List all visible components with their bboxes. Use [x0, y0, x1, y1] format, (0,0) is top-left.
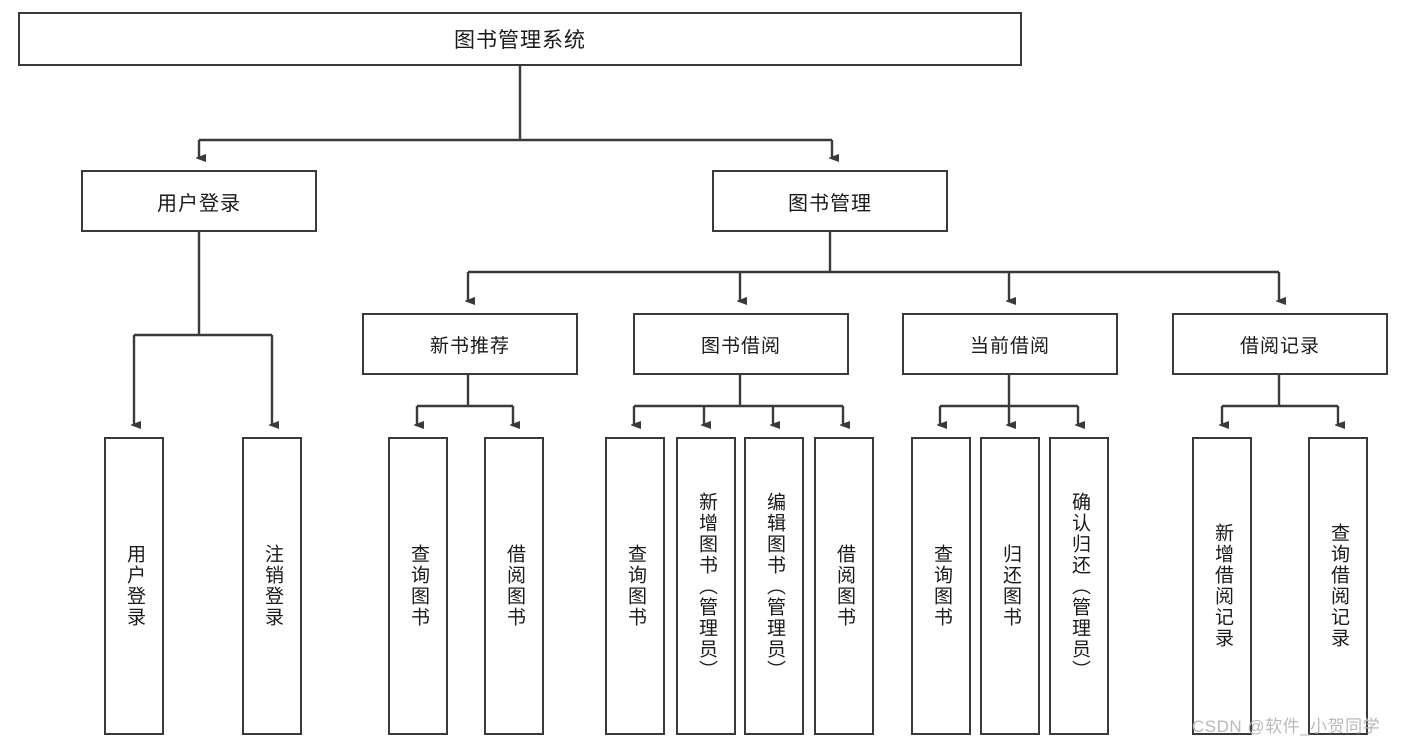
leaf-query-book-2[interactable]: 查询图书 [605, 437, 665, 735]
leaf-confirm-return[interactable]: 确认归还（管理员） [1049, 437, 1109, 735]
leaf-query-book-3[interactable]: 查询图书 [911, 437, 971, 735]
leaf-user-login[interactable]: 用户登录 [104, 437, 164, 735]
watermark: CSDN @软件_小贺同学 [1192, 717, 1381, 736]
leaf-query-book-1-label: 查询图书 [407, 544, 429, 628]
leaf-borrow-book-2-label: 借阅图书 [833, 544, 855, 628]
leaf-query-record-label: 查询借阅记录 [1327, 523, 1349, 649]
leaf-return-book[interactable]: 归还图书 [980, 437, 1040, 735]
leaf-query-book-1[interactable]: 查询图书 [388, 437, 448, 735]
node-current-borrow-label: 当前借阅 [969, 335, 1050, 357]
leaf-add-book[interactable]: 新增图书（管理员） [676, 437, 736, 735]
node-book-borrow-label: 图书借阅 [700, 335, 781, 357]
leaf-user-login-label: 用户登录 [123, 544, 145, 628]
leaf-edit-book[interactable]: 编辑图书（管理员） [744, 437, 804, 735]
leaf-confirm-return-label: 确认归还（管理员） [1068, 491, 1090, 681]
leaf-return-book-label: 归还图书 [999, 544, 1021, 628]
leaf-query-book-2-label: 查询图书 [624, 544, 646, 628]
node-user-login-label: 用户登录 [157, 192, 241, 215]
node-root-label: 图书管理系统 [454, 29, 586, 52]
leaf-add-book-label: 新增图书（管理员） [695, 491, 717, 681]
node-current-borrow[interactable]: 当前借阅 [902, 313, 1118, 375]
leaf-add-record[interactable]: 新增借阅记录 [1192, 437, 1252, 735]
node-book-manage-label: 图书管理 [788, 192, 872, 215]
leaf-borrow-book-1[interactable]: 借阅图书 [484, 437, 544, 735]
node-borrow-record[interactable]: 借阅记录 [1172, 313, 1388, 375]
node-user-login[interactable]: 用户登录 [81, 170, 317, 232]
node-root[interactable]: 图书管理系统 [18, 12, 1022, 66]
leaf-edit-book-label: 编辑图书（管理员） [763, 491, 785, 681]
node-new-book-recommend-label: 新书推荐 [429, 335, 510, 357]
node-borrow-record-label: 借阅记录 [1239, 335, 1320, 357]
leaf-borrow-book-2[interactable]: 借阅图书 [814, 437, 874, 735]
leaf-borrow-book-1-label: 借阅图书 [503, 544, 525, 628]
leaf-query-book-3-label: 查询图书 [930, 544, 952, 628]
leaf-query-record[interactable]: 查询借阅记录 [1308, 437, 1368, 735]
leaf-add-record-label: 新增借阅记录 [1211, 523, 1233, 649]
leaf-logout[interactable]: 注销登录 [242, 437, 302, 735]
node-book-borrow[interactable]: 图书借阅 [633, 313, 849, 375]
node-book-manage[interactable]: 图书管理 [712, 170, 948, 232]
leaf-logout-label: 注销登录 [261, 544, 283, 628]
node-new-book-recommend[interactable]: 新书推荐 [362, 313, 578, 375]
